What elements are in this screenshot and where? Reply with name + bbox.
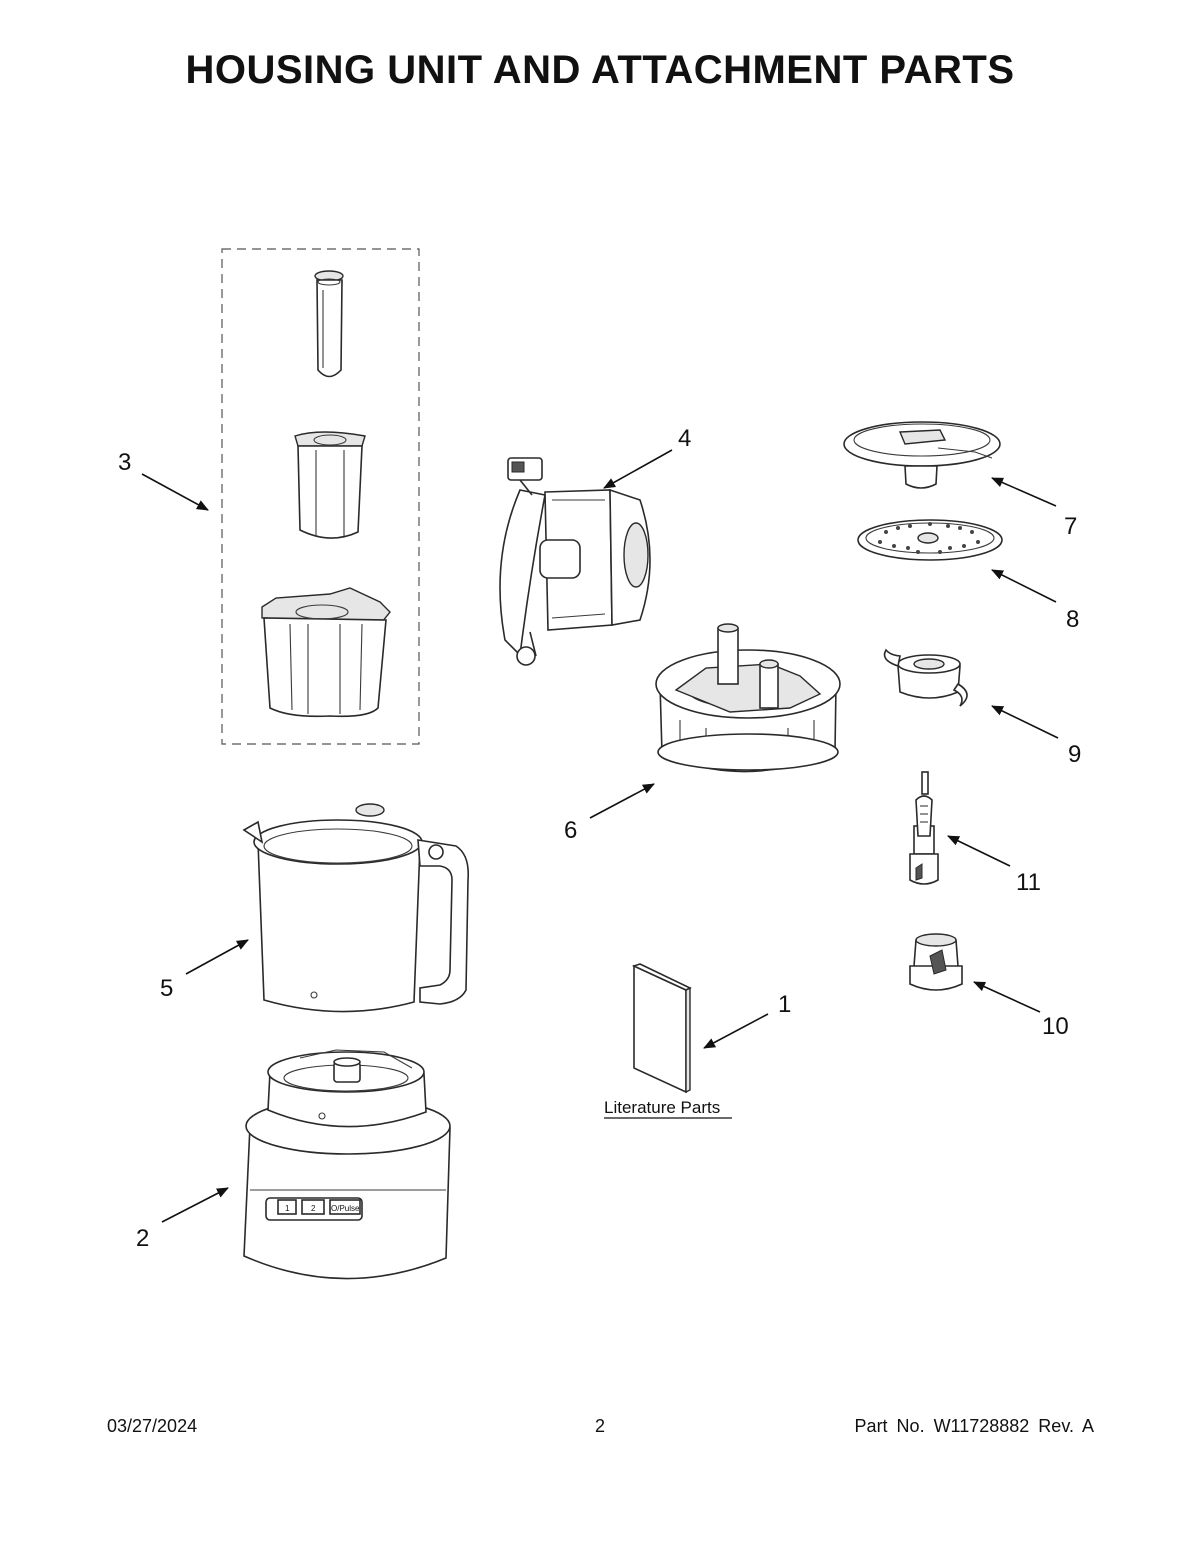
page-title: HOUSING UNIT AND ATTACHMENT PARTS bbox=[185, 48, 1015, 92]
leader-6 bbox=[589, 783, 655, 819]
footer-part-number: Part No. W11728882 Rev. A bbox=[854, 1416, 1094, 1436]
callout-2: 2 bbox=[136, 1225, 149, 1252]
part-6-dicing-kit bbox=[655, 623, 841, 773]
footer-page-number: 2 bbox=[594, 1416, 605, 1436]
large-pusher bbox=[261, 587, 391, 718]
leader-7 bbox=[991, 477, 1057, 507]
callout-6: 6 bbox=[564, 817, 577, 844]
leader-10 bbox=[973, 981, 1041, 1013]
part-9-multipurpose-blade bbox=[883, 648, 968, 707]
callout-11: 11 bbox=[1016, 869, 1041, 896]
part-1-literature bbox=[631, 963, 692, 1094]
part-2-motor-base: 1 2 O/Pulse bbox=[243, 1049, 451, 1280]
medium-pusher bbox=[294, 431, 366, 539]
leader-8 bbox=[991, 569, 1057, 603]
button-2-label: 2 bbox=[311, 1204, 316, 1213]
leader-9 bbox=[991, 705, 1059, 739]
part-7-slicing-disc bbox=[843, 421, 1001, 489]
leader-1 bbox=[703, 1013, 769, 1049]
callout-numbers: 3 4 7 8 9 6 11 5 10 1 2 bbox=[118, 425, 1081, 1252]
part-3-group-boundary bbox=[221, 248, 420, 745]
leader-2 bbox=[161, 1187, 229, 1223]
part-8-shredding-disc bbox=[857, 519, 1003, 561]
footer-date: 03/27/2024 bbox=[107, 1416, 198, 1436]
callout-9: 9 bbox=[1068, 741, 1081, 768]
callout-7: 7 bbox=[1064, 513, 1077, 540]
callout-5: 5 bbox=[160, 975, 173, 1002]
small-pusher bbox=[314, 270, 344, 378]
part-11-drive-adapter bbox=[909, 771, 939, 885]
callout-3: 3 bbox=[118, 449, 131, 476]
leader-5 bbox=[185, 939, 249, 975]
leader-3 bbox=[141, 473, 209, 511]
callout-4: 4 bbox=[678, 425, 691, 452]
button-pulse-label: O/Pulse bbox=[331, 1204, 360, 1213]
button-1-label: 1 bbox=[285, 1204, 290, 1213]
part-4-work-bowl-lid bbox=[499, 457, 651, 666]
part-5-work-bowl bbox=[242, 803, 470, 1013]
leader-lines bbox=[141, 449, 1059, 1223]
callout-8: 8 bbox=[1066, 606, 1079, 633]
part-10-coupler bbox=[909, 933, 963, 991]
part-3-pusher-set bbox=[221, 248, 420, 745]
leader-11 bbox=[947, 835, 1011, 867]
literature-parts-label: Literature Parts bbox=[604, 1098, 720, 1117]
callout-10: 10 bbox=[1042, 1013, 1069, 1040]
leader-4 bbox=[603, 449, 673, 489]
callout-1: 1 bbox=[778, 991, 791, 1018]
